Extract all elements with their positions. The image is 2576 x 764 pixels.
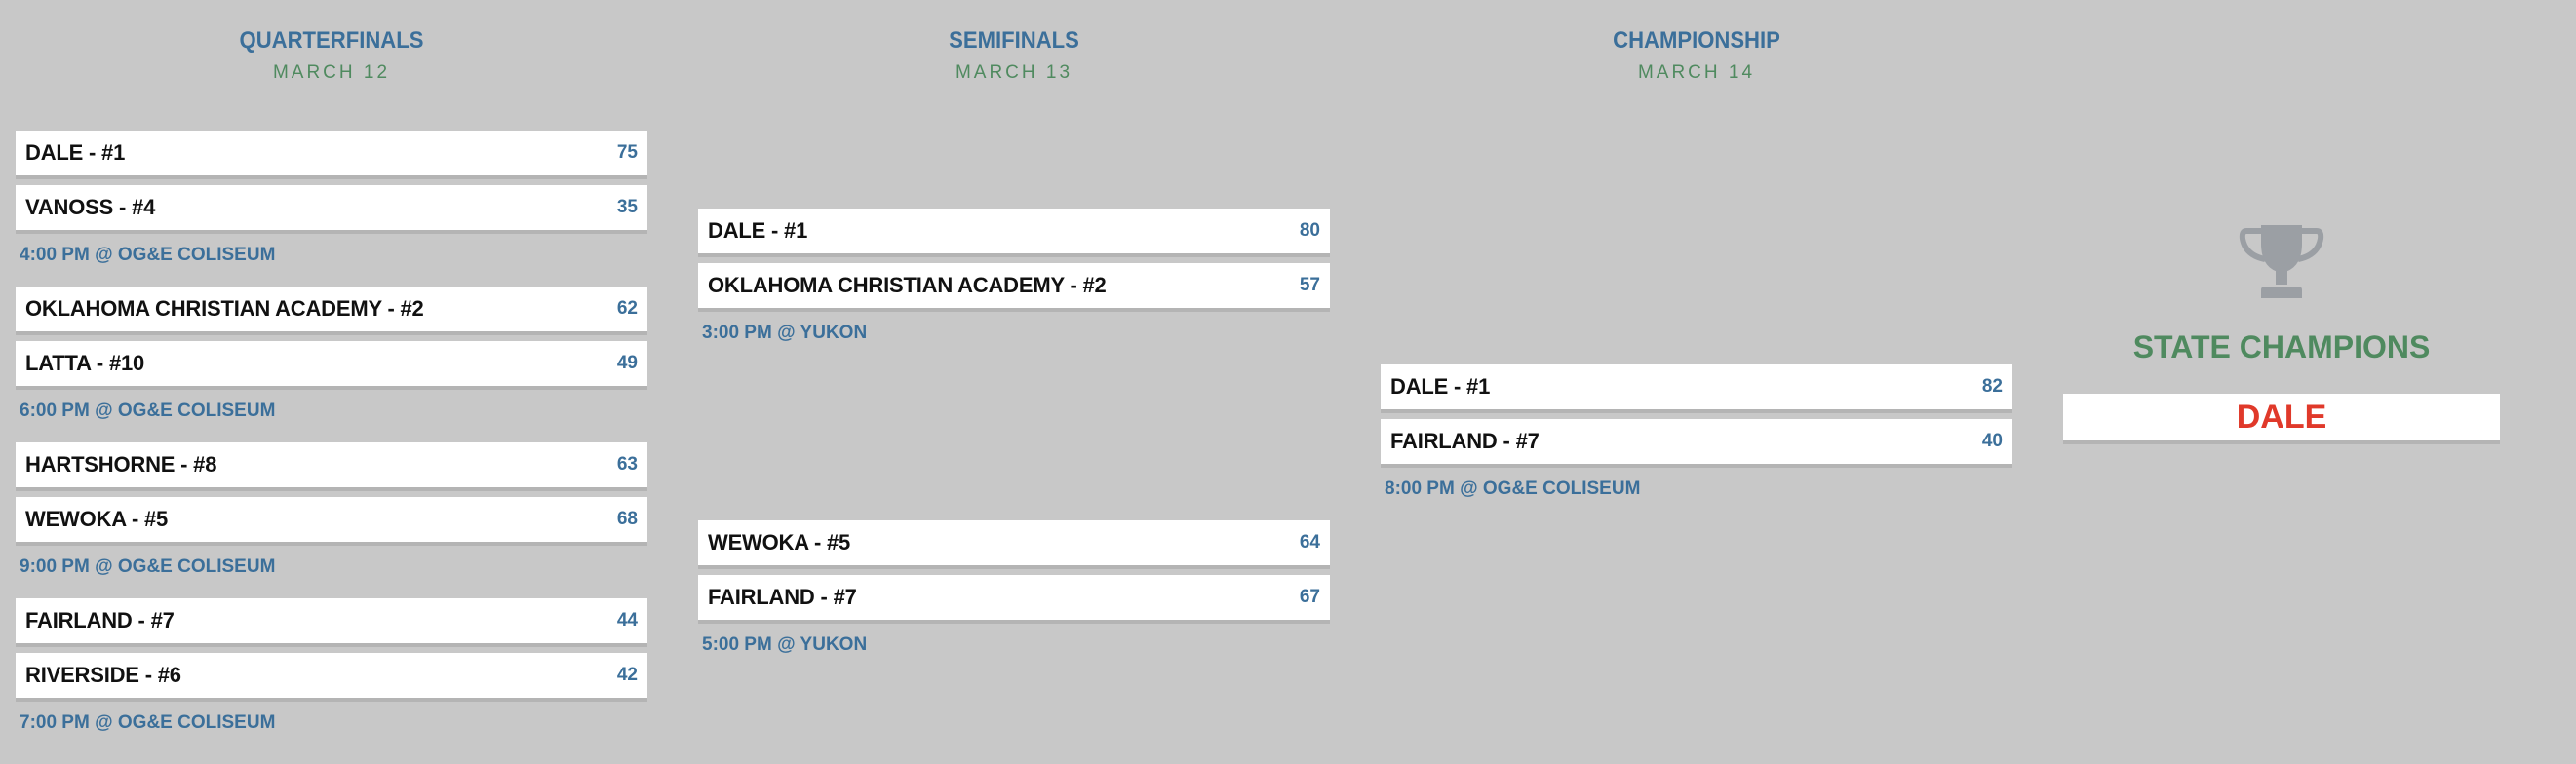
team-row[interactable]: LATTA - #10 49 — [16, 341, 647, 390]
team-score: 80 — [1299, 220, 1320, 241]
team-score: 35 — [616, 197, 638, 217]
game-time-location: 6:00 PM @ OG&E COLISEUM — [20, 401, 276, 421]
team-row[interactable]: FAIRLAND - #7 67 — [698, 575, 1330, 624]
team-row[interactable]: DALE - #1 75 — [16, 131, 647, 179]
team-score: 42 — [616, 665, 638, 685]
team-score: 49 — [616, 353, 638, 373]
team-name: FAIRLAND - #7 — [1390, 429, 1540, 453]
team-score: 44 — [616, 610, 638, 630]
team-name: HARTSHORNE - #8 — [25, 452, 217, 477]
game-time-location: 8:00 PM @ OG&E COLISEUM — [1385, 478, 1641, 499]
team-score: 57 — [1299, 275, 1320, 295]
team-name: FAIRLAND - #7 — [25, 608, 175, 632]
team-score: 40 — [1981, 431, 2003, 451]
team-score: 67 — [1299, 587, 1320, 607]
team-row[interactable]: RIVERSIDE - #6 42 — [16, 653, 647, 702]
team-name: DALE - #1 — [1390, 374, 1491, 399]
team-row[interactable]: VANOSS - #4 35 — [16, 185, 647, 234]
game-time-location: 5:00 PM @ YUKON — [702, 634, 868, 655]
team-row[interactable]: OKLAHOMA CHRISTIAN ACADEMY - #2 57 — [698, 263, 1330, 312]
team-name: RIVERSIDE - #6 — [25, 663, 181, 687]
round-title: QUARTERFINALS — [239, 27, 424, 54]
team-name: DALE - #1 — [25, 140, 126, 165]
team-row[interactable]: WEWOKA - #5 68 — [16, 497, 647, 546]
team-name: WEWOKA - #5 — [708, 530, 851, 554]
team-row[interactable]: OKLAHOMA CHRISTIAN ACADEMY - #2 62 — [16, 286, 647, 335]
game-time-location: 4:00 PM @ OG&E COLISEUM — [20, 245, 276, 265]
team-row[interactable]: FAIRLAND - #7 40 — [1381, 419, 2012, 468]
round-title: CHAMPIONSHIP — [1613, 27, 1780, 54]
team-name: VANOSS - #4 — [25, 195, 156, 219]
team-row[interactable]: FAIRLAND - #7 44 — [16, 598, 647, 647]
team-score: 75 — [616, 142, 638, 163]
round-date: MARCH 12 — [272, 62, 391, 83]
team-score: 63 — [616, 454, 638, 475]
team-row[interactable]: WEWOKA - #5 64 — [698, 520, 1330, 569]
team-name: LATTA - #10 — [25, 351, 145, 375]
team-name: FAIRLAND - #7 — [708, 585, 857, 609]
round-date: MARCH 13 — [955, 62, 1073, 83]
round-header-semifinals: SEMIFINALS MARCH 13 — [722, 27, 1307, 84]
team-score: 68 — [616, 509, 638, 529]
round-date: MARCH 14 — [1637, 62, 1756, 83]
game-time-location: 7:00 PM @ OG&E COLISEUM — [20, 712, 276, 733]
trophy-icon — [2238, 222, 2325, 302]
team-row[interactable]: HARTSHORNE - #8 63 — [16, 442, 647, 491]
team-name: WEWOKA - #5 — [25, 507, 169, 531]
team-name: OKLAHOMA CHRISTIAN ACADEMY - #2 — [25, 296, 424, 321]
team-score: 82 — [1981, 376, 2003, 397]
team-name: OKLAHOMA CHRISTIAN ACADEMY - #2 — [708, 273, 1107, 297]
team-score: 62 — [616, 298, 638, 319]
round-header-championship: CHAMPIONSHIP MARCH 14 — [1404, 27, 1989, 84]
team-row[interactable]: DALE - #1 80 — [698, 209, 1330, 257]
team-name: DALE - #1 — [708, 218, 808, 243]
round-title: SEMIFINALS — [949, 27, 1079, 54]
team-row[interactable]: DALE - #1 82 — [1381, 364, 2012, 413]
round-header-quarterfinals: QUARTERFINALS MARCH 12 — [39, 27, 624, 84]
state-champions-label: STATE CHAMPIONS — [2132, 329, 2431, 364]
game-time-location: 9:00 PM @ OG&E COLISEUM — [20, 556, 276, 577]
game-time-location: 3:00 PM @ YUKON — [702, 323, 868, 343]
team-score: 64 — [1299, 532, 1320, 553]
champion-box: DALE — [2063, 394, 2500, 444]
champion-name: DALE — [2236, 398, 2327, 436]
